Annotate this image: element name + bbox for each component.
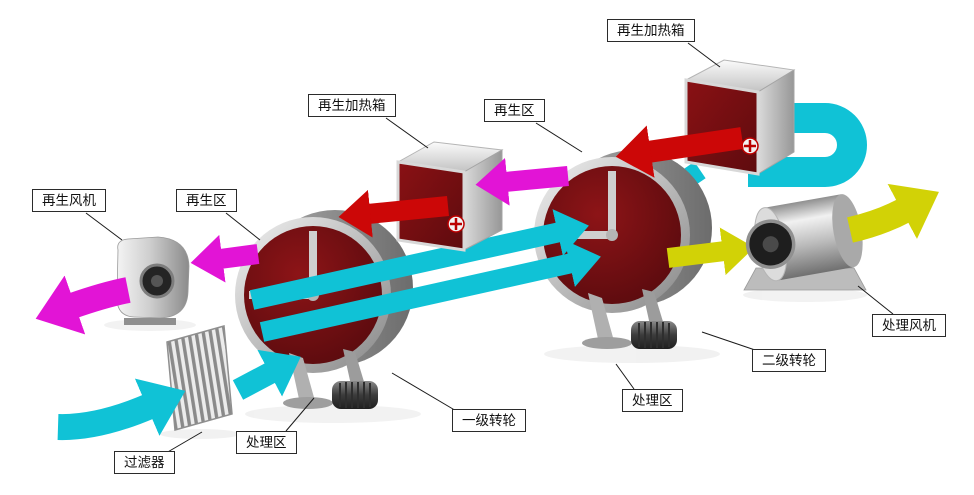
process-air-beam-upper: [249, 209, 589, 310]
label-regen-zone-right: 再生区: [484, 99, 545, 122]
process-fan-unit: [743, 194, 867, 291]
regen-heater-box-mid: [396, 141, 504, 252]
regen-fan-unit: [116, 236, 190, 325]
label-regen-heater-top: 再生加热箱: [607, 19, 695, 42]
regen-air-arrow-left: [190, 234, 260, 283]
regen-air-arrow-mid: [475, 157, 569, 206]
filter-panel: [166, 325, 233, 431]
shadows: [104, 288, 867, 439]
label-regen-zone-left: 再生区: [176, 189, 237, 212]
hot-air-arrow-second: [615, 125, 744, 178]
dry-air-outlet-arrow: [846, 183, 939, 243]
label-process-zone-left: 处理区: [236, 431, 297, 454]
heater-emblem-icon: [741, 137, 759, 155]
label-regen-fan: 再生风机: [32, 189, 106, 212]
leader-lines: [85, 42, 894, 454]
hot-air-arrow-first: [338, 189, 449, 238]
label-process-fan: 处理风机: [872, 314, 946, 337]
heater-emblem-icon: [447, 215, 465, 233]
process-air-beam-lower: [259, 240, 601, 342]
regen-heater-box-top: [684, 59, 796, 176]
process-air-filter-arrow: [232, 349, 301, 400]
process-air-inlet-arrow: [57, 378, 186, 441]
label-process-zone-right: 处理区: [622, 389, 683, 412]
dry-air-arrow-in: [666, 227, 755, 276]
label-filter: 过滤器: [114, 451, 175, 474]
label-rotor-second: 二级转轮: [752, 349, 826, 372]
process-air-return-pipe: [700, 103, 867, 187]
regen-air-exhaust-arrow: [35, 275, 131, 335]
label-rotor-first: 一级转轮: [452, 409, 526, 432]
label-regen-heater-mid: 再生加热箱: [308, 94, 396, 117]
